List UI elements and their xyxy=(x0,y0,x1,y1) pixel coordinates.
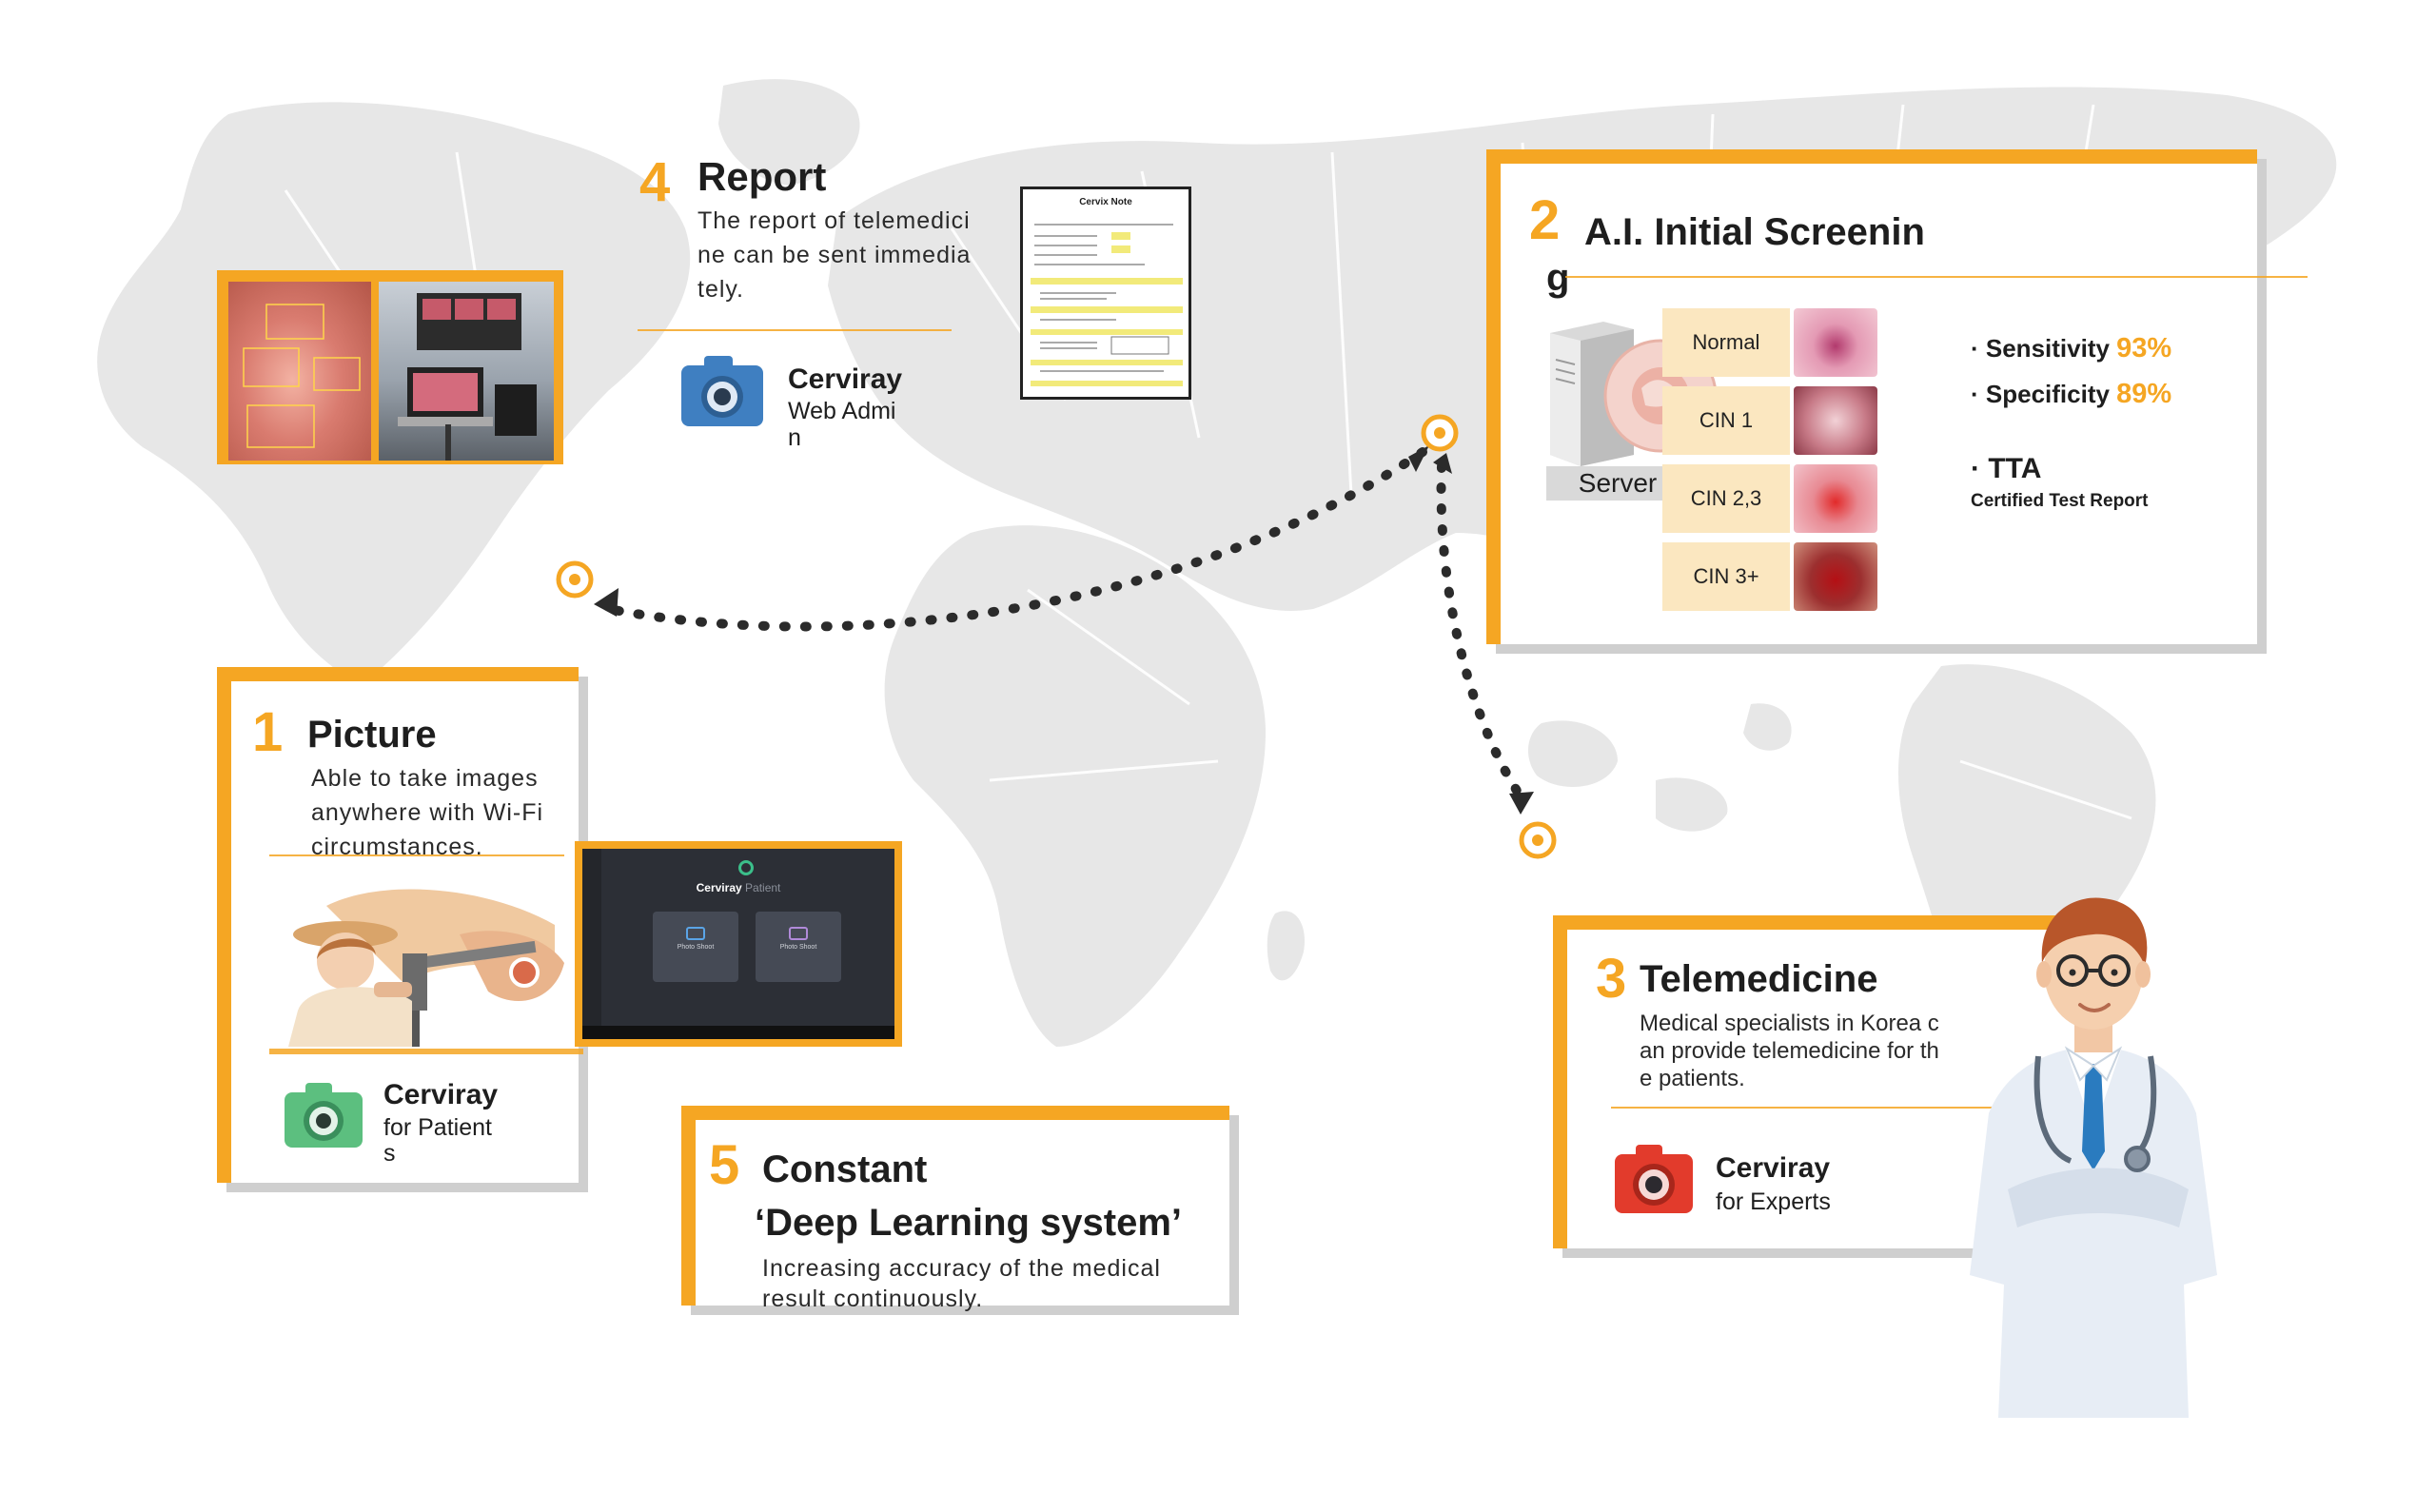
step1-picture-card: 1 Picture Able to take images anywhere w… xyxy=(217,667,583,1183)
step1-title: Picture xyxy=(307,714,437,756)
accuracy-metrics: · Sensitivity 93% · Specificity 89% · TT… xyxy=(1971,333,2256,512)
specificity-metric: · Specificity 89% xyxy=(1971,379,2172,409)
camera-icon xyxy=(281,1079,366,1151)
camera-icon xyxy=(789,927,808,940)
step1-divider xyxy=(269,854,564,856)
step4-description: The report of telemedici ne can be sent … xyxy=(697,207,972,303)
arrowhead-server xyxy=(1408,445,1429,472)
step3-title: Telemedicine xyxy=(1640,958,1878,1000)
doctor-illustration xyxy=(1951,875,2236,1418)
tta-subtitle: Certified Test Report xyxy=(1971,491,2149,511)
patient-app-tablet-screen: Cerviray Patient Photo Shoot Photo Shoot xyxy=(575,841,902,1047)
report-document-image: Cervix Note xyxy=(1020,187,1191,400)
map-africa xyxy=(884,525,1266,1047)
map-greenland xyxy=(718,79,860,186)
step3-description: Medical specialists in Korea c an provid… xyxy=(1640,1011,1939,1091)
step3-app-name: Cerviray xyxy=(1716,1152,1831,1184)
step2-title: A.I. Initial Screenin xyxy=(1584,211,1925,253)
grade-image-cin23 xyxy=(1794,464,1877,533)
grade-label-cin3plus: CIN 3+ xyxy=(1662,542,1790,611)
grade-list: Normal CIN 1 CIN 2,3 CIN 3+ xyxy=(1662,308,1881,632)
location-target-icon xyxy=(1519,821,1557,859)
step2-number: 2 xyxy=(1529,189,1561,251)
step3-divider xyxy=(1611,1107,2011,1109)
sensitivity-value: 93% xyxy=(2116,333,2172,363)
grade-label-cin1: CIN 1 xyxy=(1662,386,1790,455)
step3-number: 3 xyxy=(1596,948,1627,1010)
camera-icon xyxy=(1611,1141,1697,1217)
arrow-server-to-report xyxy=(604,447,1427,632)
step1-app-name: Cerviray xyxy=(383,1079,499,1110)
colposcopy-photo-pair xyxy=(217,270,563,464)
grade-image-cin3plus xyxy=(1794,542,1877,611)
map-islands xyxy=(1527,720,1618,787)
step4-app-name: Cerviray xyxy=(788,363,903,395)
step1-number: 1 xyxy=(252,701,284,763)
step5-description: Increasing accuracy of the medical resul… xyxy=(762,1255,1161,1312)
grade-label-normal: Normal xyxy=(1662,308,1790,377)
location-target-icon xyxy=(1421,414,1459,452)
grade-image-cin1 xyxy=(1794,386,1877,455)
step2-divider xyxy=(1565,276,2308,278)
photo-shoot-tile-2[interactable]: Photo Shoot xyxy=(756,912,841,982)
tablet-nav-bar xyxy=(582,1026,894,1039)
map-madagascar xyxy=(1267,911,1305,981)
arrowhead-telemedicine xyxy=(1509,792,1534,815)
arrow-server-to-telemedicine xyxy=(1436,461,1527,804)
step4-divider xyxy=(638,329,952,331)
tablet-sidebar xyxy=(582,849,601,1039)
step5-title: Constant ‘Deep Learning system’ xyxy=(755,1149,1183,1244)
tablet-brand: Cerviray Patient xyxy=(696,881,781,894)
tablet-logo-icon xyxy=(738,860,754,875)
cervix-annotated-photo xyxy=(228,282,371,461)
step2-ai-screening-card: 2 A.I. Initial Screenin g Server Normal … xyxy=(1486,149,2308,644)
arrowhead-report xyxy=(594,588,619,617)
specificity-value: 89% xyxy=(2116,379,2172,409)
camera-icon xyxy=(678,352,767,430)
grade-label-cin23: CIN 2,3 xyxy=(1662,464,1790,533)
step5-deep-learning-card: 5 Constant ‘Deep Learning system’ Increa… xyxy=(681,1106,1229,1312)
tta-label: · TTA xyxy=(1971,453,2042,484)
camera-icon xyxy=(686,927,705,940)
step4-title: Report xyxy=(697,154,827,199)
step1-divider-bottom xyxy=(269,1049,583,1054)
report-document-title: Cervix Note xyxy=(1079,197,1132,207)
sensitivity-metric: · Sensitivity 93% xyxy=(1971,333,2172,363)
step1-app-subtitle: for Patient s xyxy=(383,1114,492,1167)
arrowhead-server-top xyxy=(1433,453,1452,474)
step2-title-wrap: g xyxy=(1546,257,1570,299)
examination-illustration xyxy=(269,868,574,1047)
photo-shoot-tile-1[interactable]: Photo Shoot xyxy=(653,912,738,982)
step4-report-section: 4 Report The report of telemedici ne can… xyxy=(628,143,1199,457)
telemedicine-setup-photo xyxy=(379,282,554,461)
step4-number: 4 xyxy=(639,151,671,213)
step4-app-subtitle: Web Admi n xyxy=(788,398,896,451)
location-target-icon xyxy=(556,560,594,599)
step1-description: Able to take images anywhere with Wi-Fi … xyxy=(311,765,544,860)
grade-image-normal xyxy=(1794,308,1877,377)
step5-number: 5 xyxy=(709,1134,740,1196)
step3-app-subtitle: for Experts xyxy=(1716,1188,1831,1215)
